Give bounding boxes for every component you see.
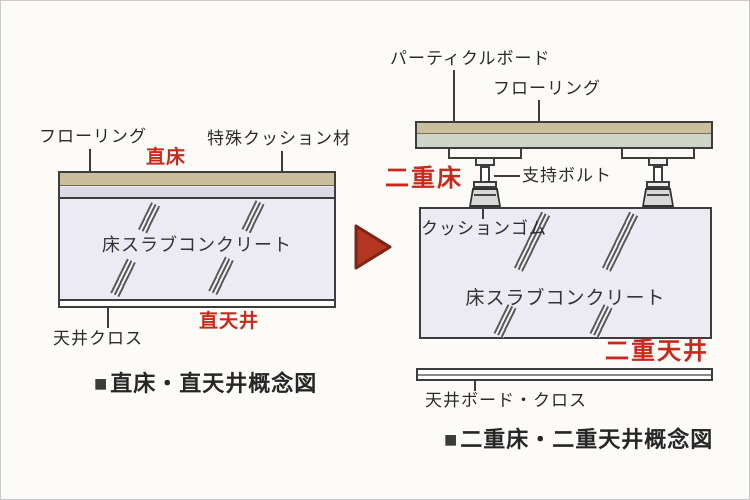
label-support-bolt: 支持ボルト	[522, 166, 612, 185]
support-nut	[475, 157, 495, 166]
ceiling-cloth-layer	[60, 299, 334, 306]
cushion-rubber-foot	[642, 188, 674, 207]
label-double-ceiling: 二重天井	[605, 338, 709, 365]
label-slab-right: 床スラブコンクリート	[465, 288, 666, 309]
cushion-rubber-foot	[469, 188, 501, 207]
rebar-hatch	[208, 256, 235, 296]
leader-line-flooring-left	[89, 149, 91, 181]
ceiling-board-bar	[416, 368, 713, 381]
right-caption: ■ 二重床・二重天井概念図	[444, 429, 713, 451]
label-flooring-right: フローリング	[493, 79, 601, 98]
label-direct-floor: 直床	[146, 147, 187, 168]
label-ceiling-board-cloth: 天井ボード・クロス	[425, 391, 587, 410]
label-cushion-rubber: クッションゴム	[421, 219, 547, 238]
left-caption-text: 直床・直天井概念図	[110, 371, 318, 396]
left-caption: ■ 直床・直天井概念図	[94, 373, 317, 395]
label-special-cushion: 特殊クッション材	[207, 129, 351, 148]
left-slab-diagram: 床スラブコンクリート	[58, 171, 336, 308]
floating-floor-panel	[415, 121, 713, 149]
rebar-hatch	[241, 200, 266, 234]
support-nut	[648, 157, 668, 166]
flooring-layer	[60, 173, 334, 186]
support-flange	[646, 181, 670, 188]
leader-line-ceiling-board	[474, 381, 476, 391]
leader-line-flooring-right	[538, 100, 540, 130]
support-flange	[473, 181, 497, 188]
right-caption-text: 二重床・二重天井概念図	[460, 427, 714, 452]
right-slab-diagram: 床スラブコンクリート	[419, 207, 712, 339]
label-direct-ceiling: 直天井	[199, 311, 260, 332]
transition-arrow-icon	[354, 224, 392, 270]
label-double-floor: 二重床	[385, 165, 463, 192]
leader-line-cushion-rubber	[482, 208, 484, 219]
leader-line-particle-board	[453, 70, 455, 144]
flooring-layer-right	[417, 123, 711, 134]
square-bullet-icon: ■	[444, 427, 459, 452]
rebar-hatch	[137, 202, 162, 234]
leader-line-ceiling-cloth	[107, 308, 109, 328]
label-slab-left: 床スラブコンクリート	[102, 235, 292, 255]
label-particle-board: パーティクルボード	[390, 49, 551, 68]
square-bullet-icon: ■	[94, 371, 109, 396]
rebar-hatch	[601, 211, 640, 273]
label-flooring-left: フローリング	[39, 127, 147, 146]
label-ceiling-cloth: 天井クロス	[53, 329, 143, 348]
leader-line-support-bolt	[494, 175, 520, 177]
rebar-hatch	[110, 258, 137, 298]
special-cushion-layer	[60, 187, 334, 199]
